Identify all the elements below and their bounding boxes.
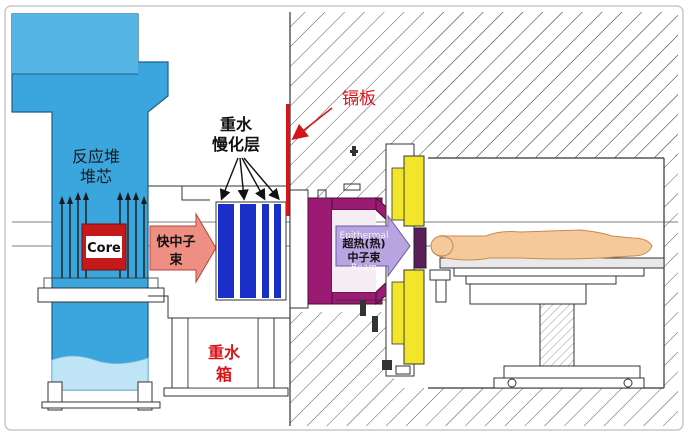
reactor-core-label-line2: 堆芯 <box>80 167 112 186</box>
epithermal-beam-en-line2: Beam <box>351 263 377 273</box>
epithermal-beam-arrow: Epithermal Beam 超热(热) 中子束 <box>335 214 411 278</box>
beam-duct-housing <box>148 185 290 397</box>
fast-neutron-beam-label-line2: 束 <box>169 252 183 268</box>
moderator-label-line1: 重水 <box>220 115 253 134</box>
heavy-water-tank-label-line1: 重水 <box>208 343 241 362</box>
concrete-shielding <box>289 12 678 426</box>
heavy-water-tank-label-line2: 箱 <box>216 365 232 384</box>
moderator-layers: 重水 慢化层 <box>212 115 287 301</box>
fast-neutron-beam-arrow: 快中子 束 <box>149 212 217 284</box>
cadmium-plate-label: 镉板 <box>342 89 376 109</box>
reactor-core-label-line1: 反应堆 <box>72 147 120 166</box>
reactor-structure: Core 反应堆 堆芯 <box>11 13 169 411</box>
treatment-couch <box>429 257 665 389</box>
cadmium-plate: 镉板 <box>286 89 376 216</box>
epithermal-beam-en-line1: Epithermal <box>340 231 389 241</box>
moderator-label-line2: 慢化层 <box>212 135 260 154</box>
heavy-water-tank: 重水 箱 <box>187 317 259 389</box>
core-label: Core <box>87 241 121 256</box>
epithermal-beam-cn-line2: 中子束 <box>348 250 382 264</box>
fast-neutron-beam-label-line1: 快中子 <box>156 234 195 250</box>
epithermal-beam-cn-line1: 超热(热) <box>341 236 385 250</box>
patient <box>430 229 653 261</box>
